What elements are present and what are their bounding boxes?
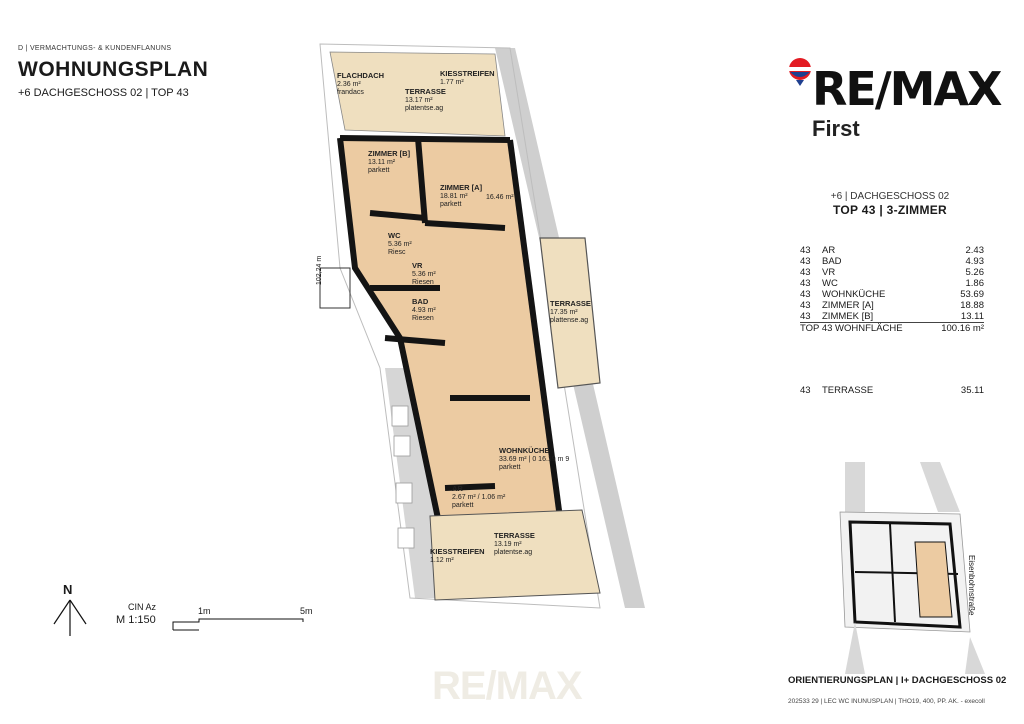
page-subtitle: +6 DACHGESCHOSS 02 | TOP 43	[18, 87, 189, 99]
scale-cin: CIN Az	[128, 602, 157, 612]
footer-code: 202533 29 | LEC WC INUNUSPLAN | THO19, 4…	[788, 698, 985, 705]
scale-tick-5m: 5m	[300, 606, 313, 616]
remax-logo-wordmark: RE/MAX	[812, 62, 1002, 116]
orientation-title: ORIENTIERUNGSPLAN | I+ DACHGESCHOSS 02	[788, 675, 1007, 686]
street-label: Eisenbohnstraße	[967, 555, 976, 616]
side-dimension: 102,24 m	[316, 255, 323, 285]
scale-ratio: M 1:150	[116, 614, 156, 626]
orientation-plan	[839, 462, 985, 674]
plan-category: D | VERMACHTUNGS- & KUNDENFLANUNS	[18, 45, 172, 52]
unit-top: TOP 43 | 3-ZIMMER	[832, 203, 948, 217]
apartment-floor	[340, 138, 560, 528]
remax-logo-sub: First	[812, 116, 860, 141]
floor-plan	[319, 43, 645, 609]
terrace-top	[329, 51, 506, 137]
unit-level: +6 | DACHGESCHOSS 02	[830, 191, 950, 202]
terrace-mid	[539, 237, 601, 389]
north-arrow-icon	[53, 599, 87, 636]
scale-tick-1m: 1m	[198, 606, 211, 616]
terrace-bottom	[429, 509, 601, 601]
page-title: WOHNUNGSPLAN	[18, 58, 209, 81]
watermark-logo: RE/MAX	[432, 664, 583, 708]
remax-balloon-icon	[789, 58, 811, 86]
north-label: N	[63, 582, 73, 597]
room-zimmer-a-sub: 16.46 m²	[486, 194, 514, 201]
scale-bar	[172, 618, 304, 631]
